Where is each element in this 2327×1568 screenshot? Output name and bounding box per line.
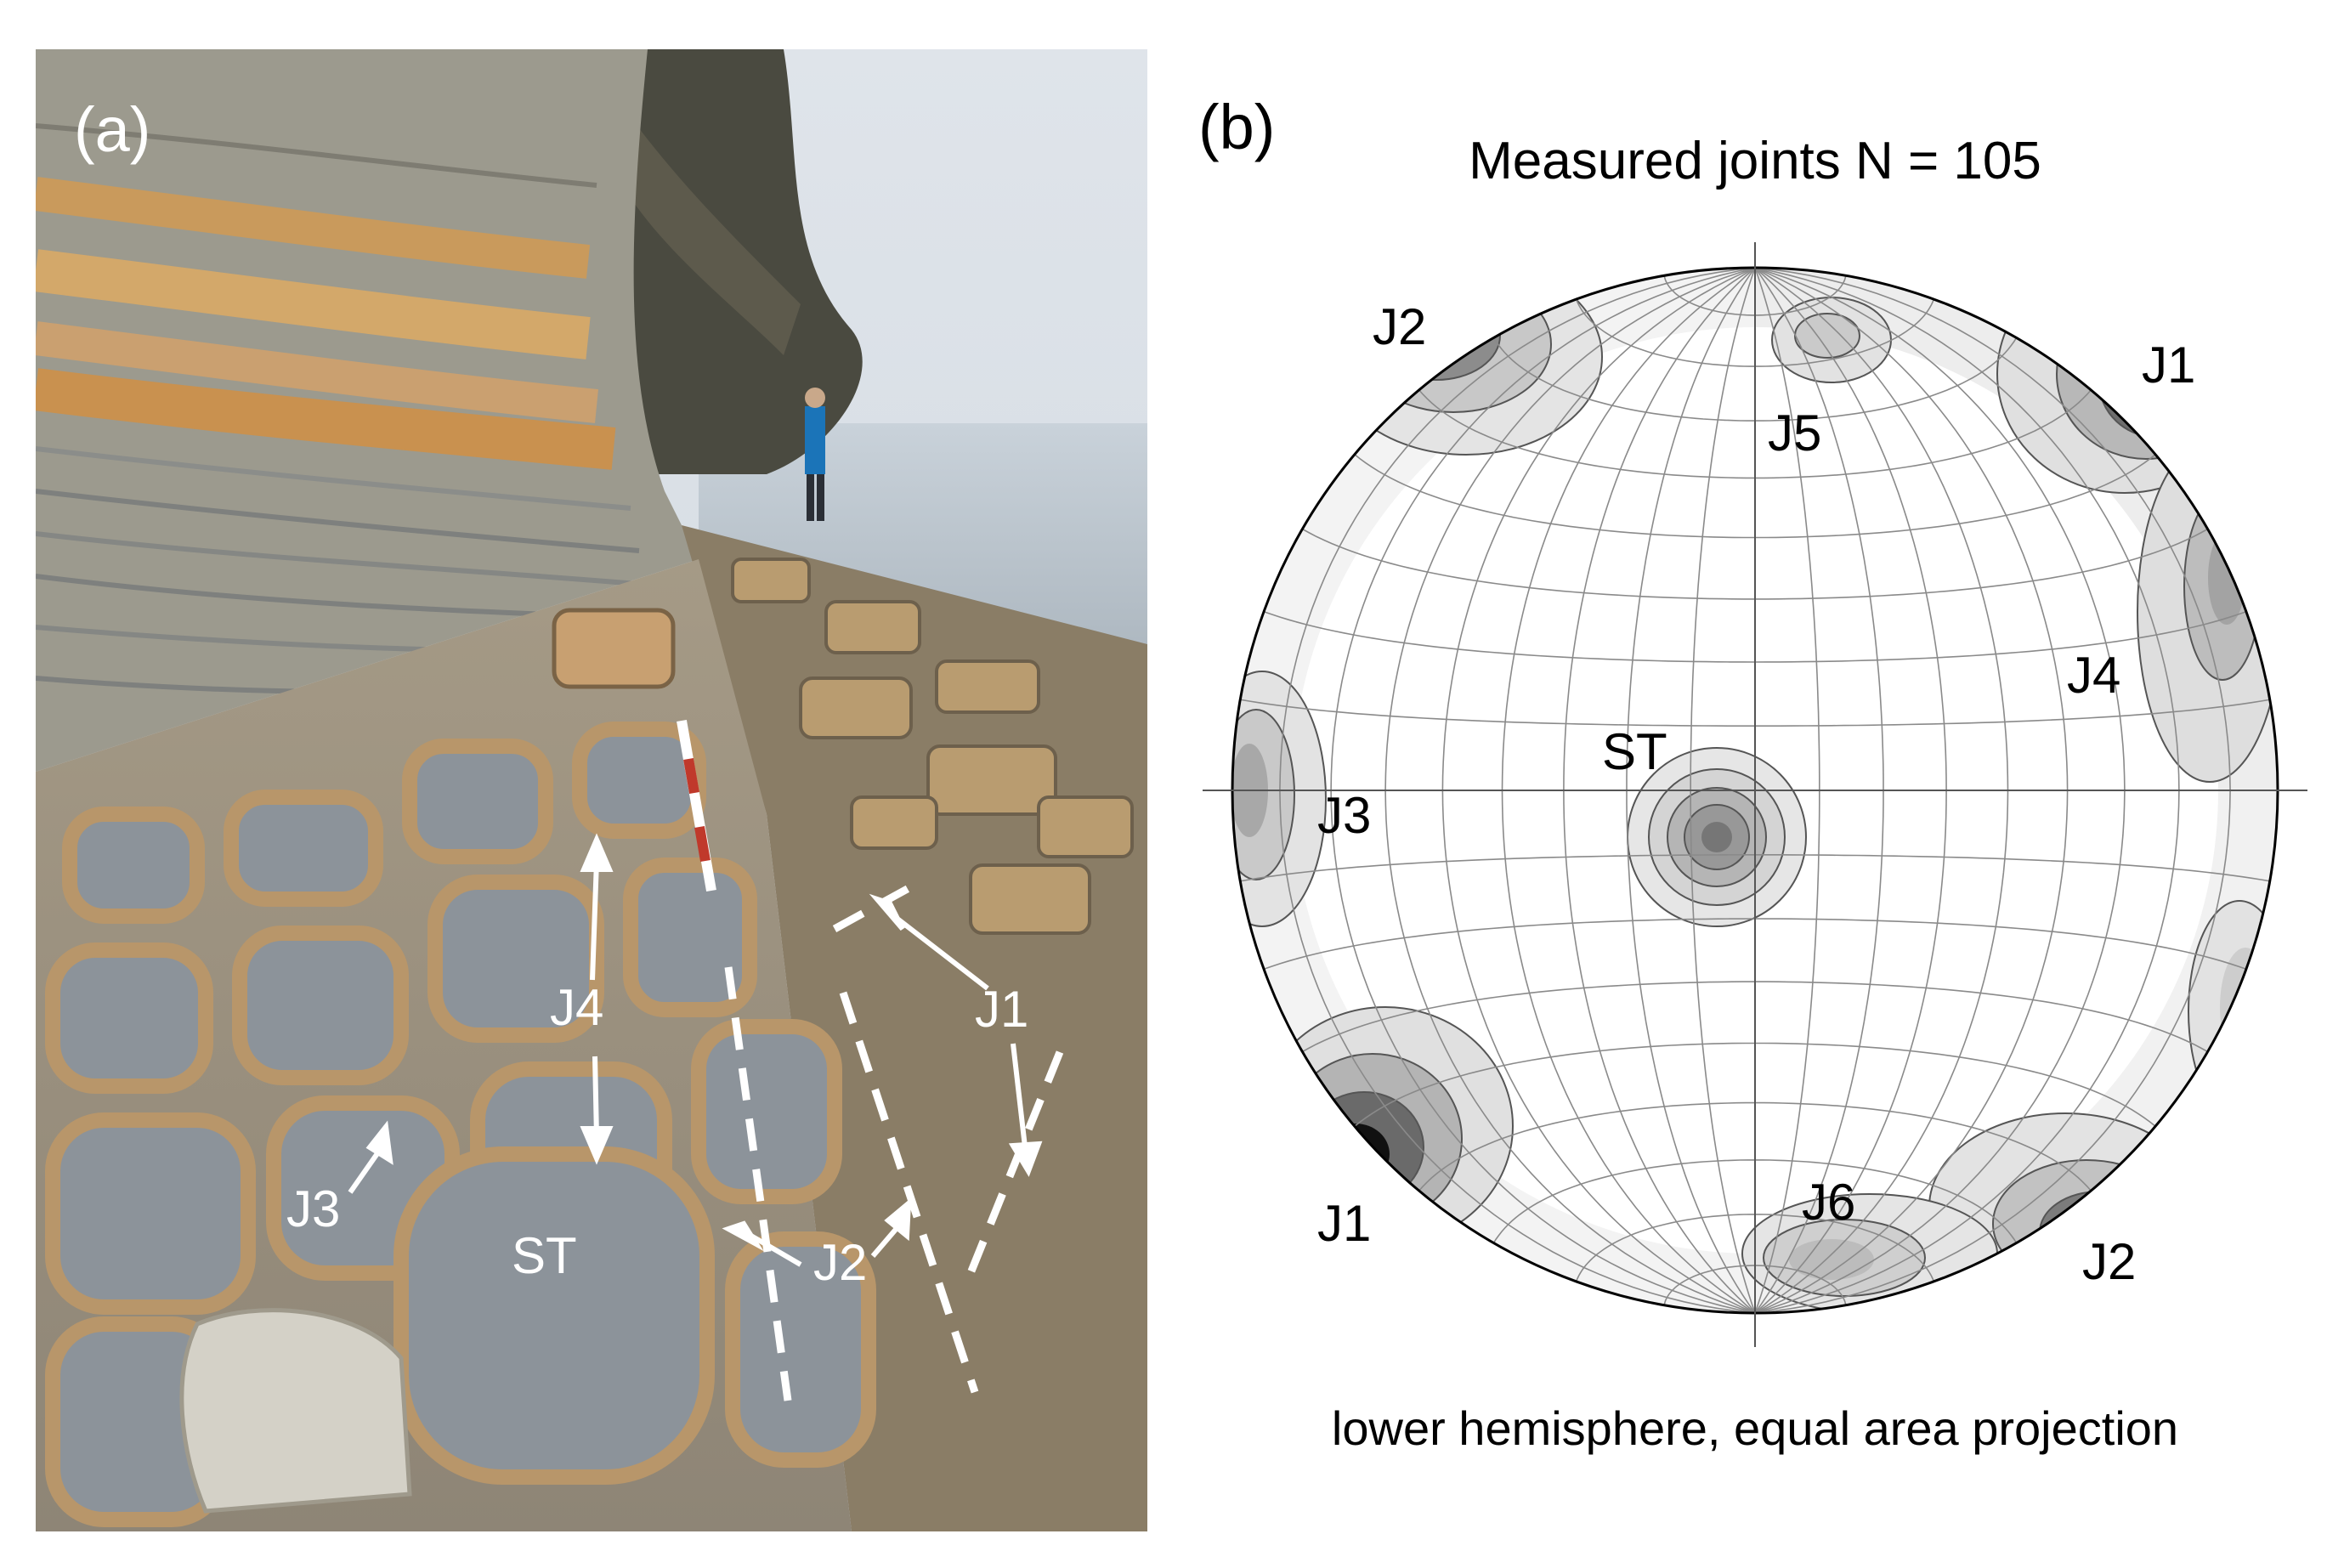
contour-j2-top xyxy=(1329,268,1603,456)
panel-a-letter: (a) xyxy=(74,94,150,165)
scale-staff xyxy=(677,719,716,892)
cliff-strata xyxy=(36,123,674,695)
loose-block xyxy=(552,608,676,689)
contour-j3 xyxy=(1232,671,1327,927)
label-j4: J4 xyxy=(2067,647,2120,704)
platform-blocks xyxy=(45,722,876,1527)
label-j2-top: J2 xyxy=(1373,298,1426,355)
contour-j2-bottom xyxy=(1928,1112,2202,1301)
joint-traces xyxy=(724,879,1064,1401)
label-j5: J5 xyxy=(1768,405,1821,461)
person xyxy=(805,388,825,521)
contour-st xyxy=(1627,747,1807,927)
projection-caption: lower hemisphere, equal area projection xyxy=(1332,1401,2178,1455)
label-j3: J3 xyxy=(286,1180,340,1237)
stereonet-title: Measured joints N = 105 xyxy=(1469,132,2041,190)
label-j6: J6 xyxy=(1802,1174,1855,1231)
boulders xyxy=(731,558,1134,935)
label-j1-bottom: J1 xyxy=(1317,1195,1371,1252)
foreground-boulder xyxy=(179,1308,412,1514)
label-j2: J2 xyxy=(813,1234,867,1291)
annotation-arrows xyxy=(348,833,1043,1267)
field-photo-panel: (a) J4 J1 J3 ST J2 xyxy=(36,49,1147,1531)
field-photo: (a) J4 J1 J3 ST J2 xyxy=(36,49,1147,1531)
label-st: ST xyxy=(512,1227,577,1284)
label-j3: J3 xyxy=(1317,787,1371,844)
stereonet-figure: (b) Measured joints N = 105 xyxy=(1198,92,2307,1455)
panel-b-letter: (b) xyxy=(1198,92,1275,162)
label-j4: J4 xyxy=(550,979,603,1036)
label-j1: J1 xyxy=(975,981,1028,1038)
contour-j1-top xyxy=(1996,268,2253,494)
label-st: ST xyxy=(1602,723,1667,780)
label-j1-top: J1 xyxy=(2142,337,2195,393)
contour-j4 xyxy=(2137,441,2278,783)
stereonet-panel: (b) Measured joints N = 105 xyxy=(1164,0,2327,1564)
label-j2-bottom: J2 xyxy=(2082,1233,2136,1290)
